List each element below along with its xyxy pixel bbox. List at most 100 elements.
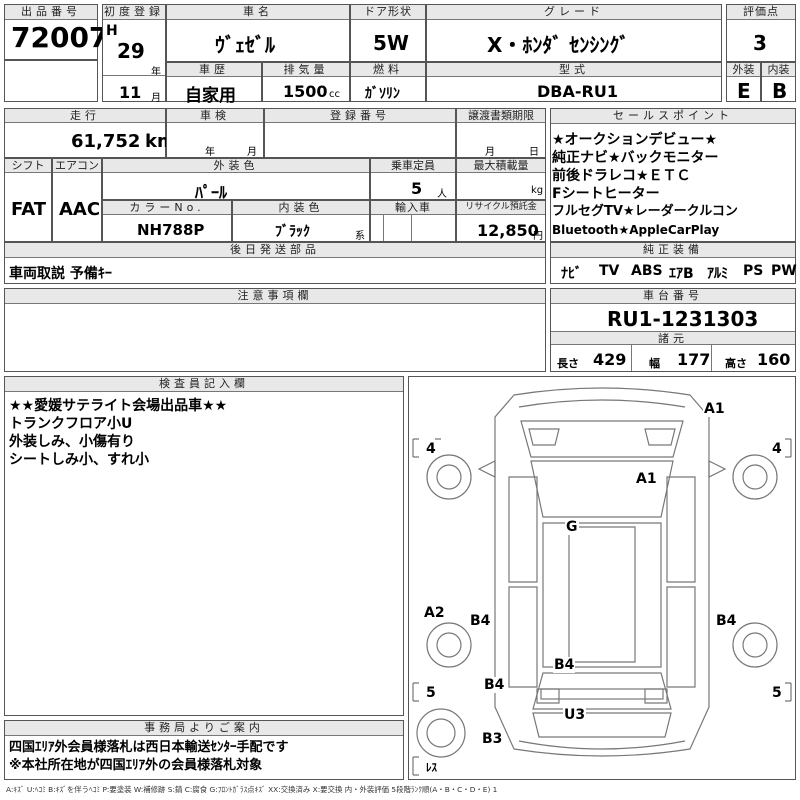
sales-point-line: 純正ナビ★バックモニター: [552, 150, 719, 166]
sales-point-line: フルセグTV★レーダークルコン: [552, 204, 738, 219]
rear-plate-area: [540, 688, 664, 700]
width-value: 177: [677, 350, 711, 369]
hood-outline: [520, 420, 684, 458]
tail-lights: [536, 688, 668, 704]
shift-label: シフト: [5, 159, 51, 173]
sales-point-line: 前後ドラレコ★ＥＴＣ: [552, 168, 691, 184]
front-bumper-line: [518, 399, 686, 408]
rear-bumper-line: [518, 740, 686, 750]
type-code-value: DBA-RU1: [537, 82, 618, 101]
right-doors: [666, 476, 696, 688]
fuel-box: 燃料 ｶﾞｿﾘﾝ: [350, 62, 426, 102]
deadline-label: 譲渡書類期限: [457, 109, 545, 123]
deadline-box: 譲渡書類期限 月 日: [456, 108, 546, 158]
tire-depth-rear-left: 5: [425, 685, 437, 701]
model-name: ｳﾞｪｾﾞﾙ: [215, 33, 275, 57]
color-no-box: カラーNo. NH788P: [102, 200, 232, 242]
int-grade-box: 内装 B: [761, 62, 796, 103]
first-reg-label: 初度登録: [103, 5, 165, 20]
tire-depth-front-right: 4: [771, 441, 783, 457]
history-value: 自家用: [185, 86, 236, 106]
ext-grade-value: E: [737, 79, 751, 103]
sales-point-line: ★オークションデビュー★: [552, 132, 718, 148]
inspector-line: トランクフロア小U: [9, 416, 133, 432]
equipment-box: 純正装備 ﾅﾋﾞ TV ABS ｴｱB ｱﾙﾐ PS PW: [550, 242, 797, 284]
model-name-label: 車名: [167, 5, 349, 20]
displacement-box: 排気量 1500 cc: [262, 62, 350, 102]
legend-text: A:ｷｽﾞ U:ﾍｺﾐ B:ｷｽﾞを伴うﾍｺﾐ P:要塗装 W:補修跡 S:錆 …: [6, 785, 498, 794]
office-line: 四国ｴﾘｱ外会員様落札は西日本輸送ｾﾝﾀｰ手配です: [9, 740, 289, 755]
grade-value: X・ﾎﾝﾀﾞ ｾﾝｼﾝｸﾞ: [487, 33, 630, 57]
score-label: 評価点: [727, 5, 795, 20]
equipment-item: PS: [743, 263, 764, 279]
caution-label: 注意事項欄: [5, 289, 545, 304]
recycle-value: 12,850: [477, 221, 539, 240]
tailgate: [532, 712, 672, 738]
tire-front-right-icon: [732, 454, 778, 500]
int-color-value: ﾌﾞﾗｯｸ: [275, 224, 310, 240]
aircon-box: エアコン AAC: [52, 158, 102, 242]
history-box: 車歴 自家用: [166, 62, 262, 106]
deadline-month-unit: 月: [485, 147, 495, 158]
doors-box: ドア形状 5W: [350, 4, 426, 62]
damage-mark: B4: [553, 657, 576, 673]
roof: [542, 522, 662, 668]
tire-depth-front-left: 4: [425, 441, 437, 457]
chassis-number: RU1-1231303: [607, 307, 759, 331]
equipment-item: ｱﾙﾐ: [707, 266, 728, 282]
damage-mark: A2: [423, 605, 446, 621]
ext-color-value: ﾊﾟｰﾙ: [195, 183, 228, 202]
capacity-value: 5: [411, 179, 423, 198]
grade-label: グレード: [427, 5, 721, 20]
equipment-item: TV: [599, 263, 620, 279]
inspector-line: 外装しみ、小傷有り: [9, 434, 135, 450]
type-code-box: 型式 DBA-RU1: [426, 62, 722, 102]
history-label: 車歴: [167, 63, 261, 77]
model-name-box: 車名 ｳﾞｪｾﾞﾙ: [166, 4, 350, 62]
sales-points-label: セールスポイント: [551, 109, 795, 124]
inspection-year-unit: 年: [205, 147, 215, 158]
mileage-label: 走行: [5, 109, 165, 123]
shift-box: シフト FAT: [4, 158, 52, 242]
month-unit: 月: [151, 93, 161, 104]
displacement-label: 排気量: [263, 63, 349, 77]
later-parts-value: 車両取説 予備ｷｰ: [9, 266, 112, 282]
inspection-month-unit: 月: [247, 147, 257, 158]
import-box: 輸入車: [370, 200, 456, 242]
damage-mark: B4: [715, 613, 738, 629]
recycle-unit: 円: [533, 231, 543, 242]
displacement-unit: cc: [329, 89, 340, 100]
chassis-box: 車台番号 RU1-1231303 諸元 長さ 429 幅 177 高さ 160: [550, 288, 796, 372]
rear-window: [532, 672, 672, 710]
headlights: [528, 428, 676, 446]
width-label: 幅: [649, 357, 660, 370]
inspection-label: 車検: [167, 109, 263, 123]
first-reg-box: 初度登録 H 29 年 11 月: [102, 4, 166, 104]
fuel-value: ｶﾞｿﾘﾝ: [365, 86, 400, 102]
tire-front-left-icon: [426, 454, 472, 500]
int-color-label: 内装色: [233, 201, 369, 215]
score-value: 3: [753, 31, 767, 55]
recycle-label: リサイクル預託金: [457, 201, 545, 215]
damage-mark: A1: [635, 471, 658, 487]
equipment-item: PW: [771, 263, 797, 279]
mileage-box: 走行 61,752 km: [4, 108, 176, 158]
spare-tire-icon: [416, 708, 466, 758]
height-value: 160: [757, 350, 791, 369]
damage-mark: B4: [483, 677, 506, 693]
tire-rear-left-icon: [426, 622, 472, 668]
lot-label: 出品番号: [5, 5, 97, 20]
inspector-label: 検査員記入欄: [5, 377, 403, 392]
capacity-box: 乗車定員 5 人: [370, 158, 456, 200]
lot-number: 72007: [11, 21, 109, 54]
capacity-label: 乗車定員: [371, 159, 455, 173]
int-color-box: 内装色 ﾌﾞﾗｯｸ 系: [232, 200, 370, 242]
caution-box: 注意事項欄: [4, 288, 546, 372]
recycle-box: リサイクル預託金 12,850 円: [456, 200, 546, 242]
tire-depth-rear-right: 5: [771, 685, 783, 701]
era: H: [106, 23, 118, 39]
displacement-value: 1500: [283, 82, 328, 101]
damage-mark: B3: [481, 731, 504, 747]
tire-rear-right-icon: [732, 622, 778, 668]
length-label: 長さ: [557, 357, 579, 370]
